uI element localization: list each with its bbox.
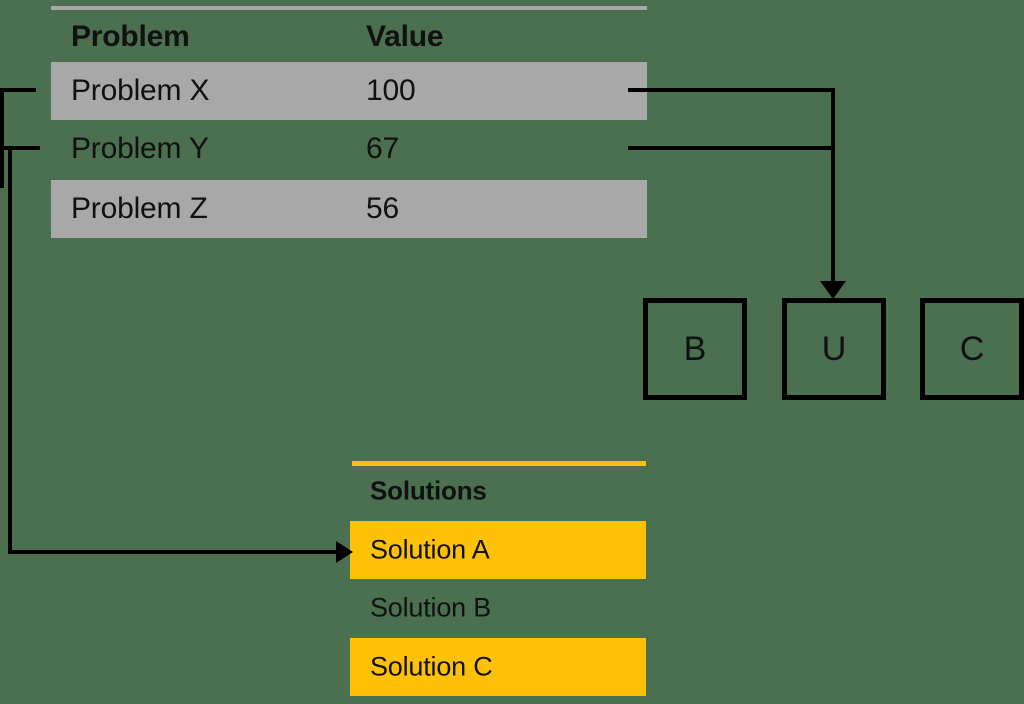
- node-box-b[interactable]: B: [643, 298, 747, 400]
- solution-a-label: Solution A: [370, 534, 490, 565]
- problem-z-label: Problem Z: [71, 192, 208, 225]
- solutions-header-label: Solutions: [370, 475, 487, 506]
- node-box-u[interactable]: U: [782, 298, 886, 400]
- table-row[interactable]: Problem Z 56: [51, 180, 647, 238]
- node-box-c[interactable]: C: [920, 298, 1024, 400]
- node-u-label: U: [821, 330, 847, 368]
- problems-table: Problem Value Problem X 100 Problem Y 67…: [51, 0, 647, 240]
- problem-x-label: Problem X: [71, 74, 210, 107]
- connector-left-trunk-vertical: [8, 146, 12, 552]
- solutions-table-top-rule: [352, 461, 646, 466]
- node-b-label: B: [683, 330, 707, 368]
- connector-problem-y-left-stub: [0, 146, 40, 150]
- problem-x-value: 100: [366, 74, 416, 107]
- problems-header-value: Value: [366, 20, 444, 53]
- connector-problem-y-right-stub: [628, 146, 835, 150]
- table-row[interactable]: Problem X 100: [51, 62, 647, 120]
- solutions-table-header-row: Solutions: [350, 470, 646, 512]
- solution-c-label: Solution C: [370, 651, 493, 682]
- problem-y-value: 67: [366, 132, 399, 165]
- problem-y-label: Problem Y: [71, 132, 209, 165]
- solution-b-label: Solution B: [370, 592, 492, 623]
- solutions-table: Solutions Solution A Solution B Solution…: [350, 458, 646, 700]
- problems-table-top-rule: [51, 6, 647, 10]
- arrowhead-down-icon: [820, 281, 846, 299]
- connector-problem-x-left-stub: [0, 88, 36, 92]
- node-c-label: C: [959, 330, 985, 368]
- problems-header-problem: Problem: [71, 20, 190, 53]
- table-row[interactable]: Problem Y 67: [51, 120, 647, 178]
- connector-problem-x-right-stub: [628, 88, 835, 92]
- connector-right-trunk-vertical: [831, 88, 835, 284]
- problem-z-value: 56: [366, 192, 399, 225]
- arrowhead-right-icon: [336, 541, 353, 563]
- connector-to-solution-a: [8, 550, 342, 554]
- connector-problem-x-left-vertical: [0, 88, 4, 188]
- list-item[interactable]: Solution C: [350, 638, 646, 696]
- list-item[interactable]: Solution A: [350, 521, 646, 579]
- list-item[interactable]: Solution B: [350, 579, 646, 637]
- problems-table-header-row: Problem Value: [51, 14, 647, 60]
